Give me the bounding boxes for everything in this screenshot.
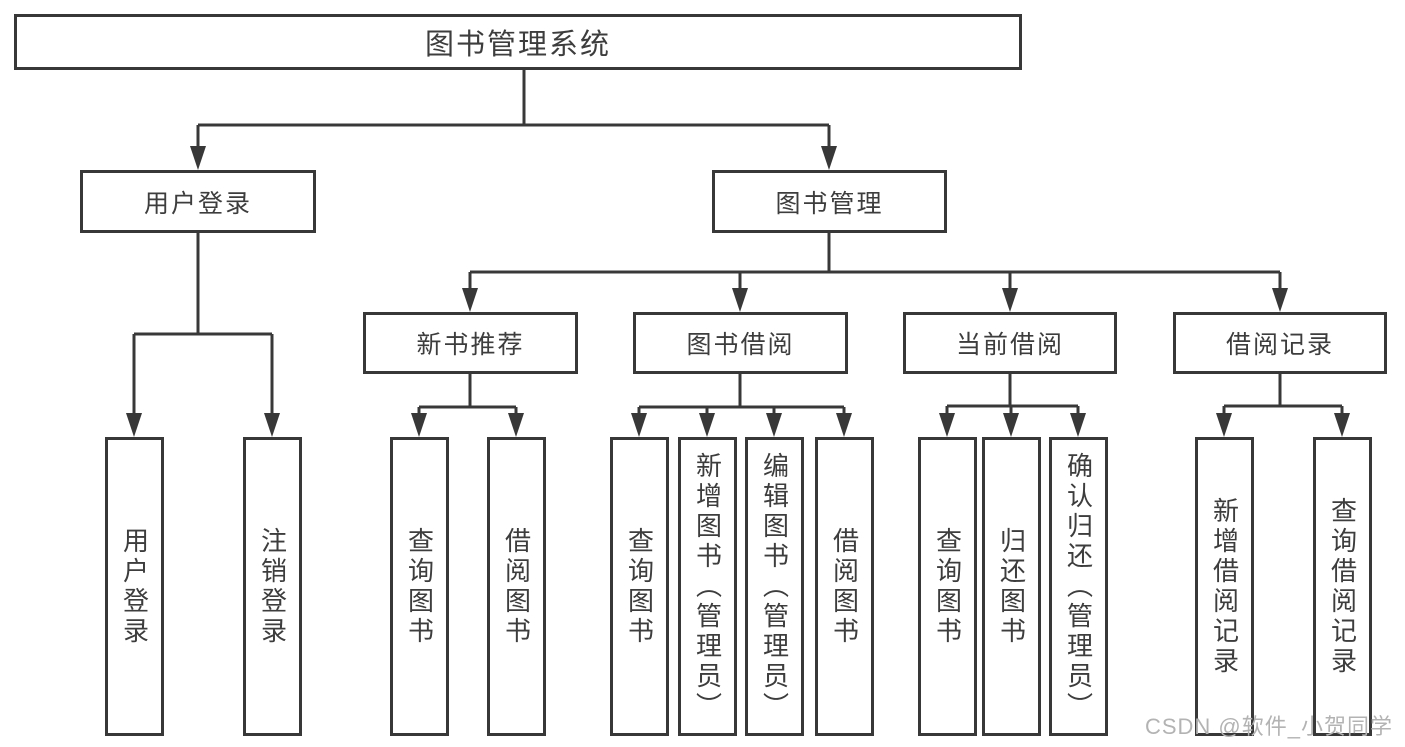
node-book-borrow: 图书借阅 (633, 312, 848, 374)
node-new-book-recommend: 新书推荐 (363, 312, 578, 374)
arrowhead (1272, 288, 1288, 312)
leaf-query-books-borrow: 查询图书 (610, 437, 669, 736)
leaf-query-books-recommend: 查询图书 (390, 437, 449, 736)
leaf-label: 确认归还（管理员） (1063, 451, 1094, 722)
leaf-label: 借阅图书 (501, 526, 532, 647)
arrowhead (1216, 413, 1232, 437)
arrowhead (1334, 413, 1350, 437)
arrowhead (1002, 288, 1018, 312)
leaf-label: 查询借阅记录 (1327, 496, 1358, 677)
arrowhead (508, 413, 524, 437)
node-user-login: 用户登录 (80, 170, 316, 233)
arrowhead (1070, 413, 1086, 437)
arrowhead (732, 288, 748, 312)
leaf-query-borrow-record: 查询借阅记录 (1313, 437, 1372, 736)
leaf-borrow-books-recommend: 借阅图书 (487, 437, 546, 736)
watermark: CSDN @软件_小贺同学 (1144, 714, 1393, 739)
arrowhead (126, 413, 142, 437)
leaf-label: 编辑图书（管理员） (759, 451, 790, 722)
arrowhead (836, 413, 852, 437)
arrowhead (1003, 413, 1019, 437)
leaf-confirm-return-admin: 确认归还（管理员） (1049, 437, 1108, 736)
leaf-user-login: 用户登录 (105, 437, 164, 736)
node-current-borrow: 当前借阅 (903, 312, 1117, 374)
leaf-label: 注销登录 (257, 526, 288, 647)
arrowhead (631, 413, 647, 437)
leaf-logout: 注销登录 (243, 437, 302, 736)
leaf-add-borrow-record: 新增借阅记录 (1195, 437, 1254, 736)
leaf-label: 新增借阅记录 (1209, 496, 1240, 677)
arrowhead (190, 146, 206, 170)
arrowhead (264, 413, 280, 437)
arrowhead (411, 413, 427, 437)
arrowhead (939, 413, 955, 437)
node-borrow-records: 借阅记录 (1173, 312, 1387, 374)
arrowhead (821, 146, 837, 170)
leaf-borrow-books: 借阅图书 (815, 437, 874, 736)
leaf-label: 查询图书 (624, 526, 655, 647)
leaf-label: 新增图书（管理员） (692, 451, 723, 722)
node-book-management: 图书管理 (712, 170, 947, 233)
leaf-label: 查询图书 (932, 526, 963, 647)
leaf-label: 借阅图书 (829, 526, 860, 647)
leaf-add-book-admin: 新增图书（管理员） (678, 437, 737, 736)
arrowhead (766, 413, 782, 437)
leaf-label: 归还图书 (996, 526, 1027, 647)
node-root: 图书管理系统 (14, 14, 1022, 70)
arrowhead (462, 288, 478, 312)
arrowhead (699, 413, 715, 437)
leaf-edit-book-admin: 编辑图书（管理员） (745, 437, 804, 736)
leaf-label: 用户登录 (119, 526, 150, 647)
leaf-return-book: 归还图书 (982, 437, 1041, 736)
leaf-label: 查询图书 (404, 526, 435, 647)
leaf-query-books-current: 查询图书 (918, 437, 977, 736)
